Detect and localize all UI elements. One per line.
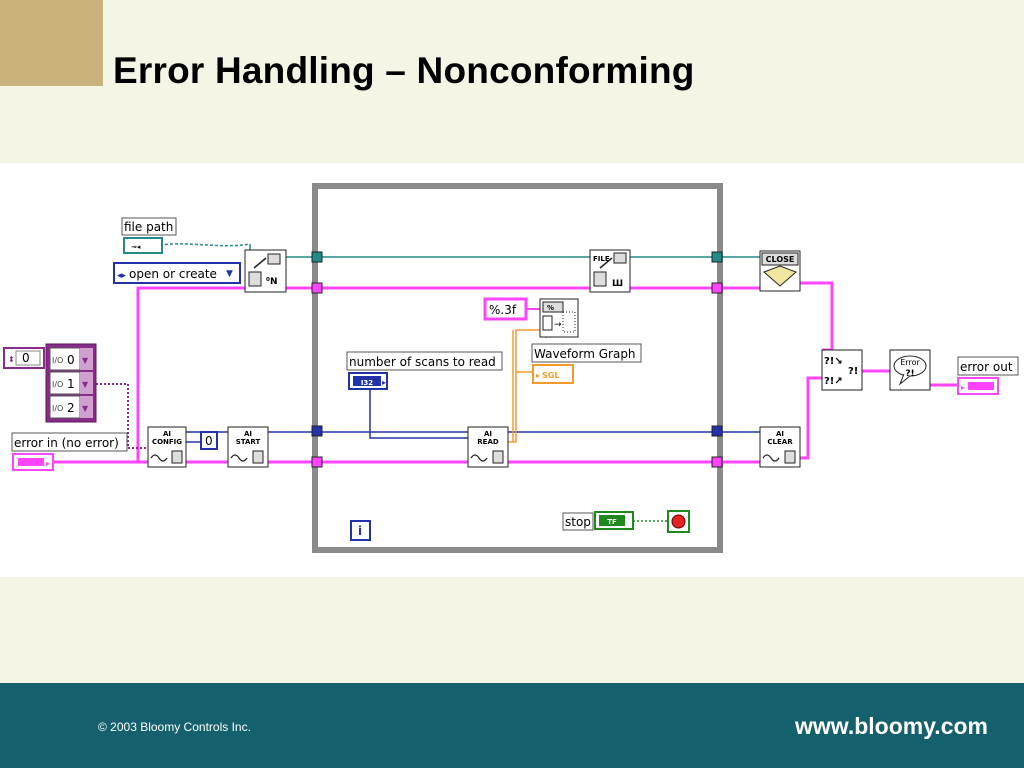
loop-index-label: i	[358, 524, 362, 538]
block-diagram-panel: file path ⊸◂ ◂▸ open or create ▼ ⁰N ⬍ 0 …	[0, 163, 1024, 577]
tf-label: TF	[607, 518, 617, 526]
daq-device-icon	[252, 450, 264, 464]
copyright-text: © 2003 Bloomy Controls Inc.	[98, 720, 251, 734]
slide-title: Error Handling – Nonconforming	[113, 50, 695, 91]
loop-tunnels	[311, 251, 723, 468]
terminal-arrow-icon: ▸	[382, 378, 386, 387]
file-path-label: file path	[124, 220, 173, 234]
waveform-icon	[150, 454, 168, 462]
merge-errors-icon: ?!↗	[824, 376, 843, 387]
daq-device-icon	[784, 450, 796, 464]
file-path-control[interactable]: file path ⊸◂	[121, 217, 177, 254]
ai-clear-vi[interactable]: AI CLEAR	[759, 426, 801, 468]
channel-array[interactable]: I/O I/O I/O 0 1 2 ▼ ▼ ▼	[45, 343, 97, 423]
website-link[interactable]: www.bloomy.com	[795, 713, 988, 739]
channel-value: 0	[67, 353, 75, 367]
error-in-label: error in (no error)	[14, 436, 119, 450]
channel-icon: I/O	[52, 380, 63, 389]
channel-icon: I/O	[52, 356, 63, 365]
error-out-label: error out	[960, 360, 1013, 374]
vi-label: Error	[900, 358, 920, 367]
stop-control[interactable]: stop TF	[562, 511, 634, 531]
merge-errors-vi[interactable]: ?!↘ ?!↗ ?!	[821, 349, 863, 391]
daq-device-icon	[492, 450, 504, 464]
vi-label: FILE	[593, 255, 610, 263]
arrow-icon: →	[554, 320, 562, 330]
while-loop	[312, 183, 723, 553]
vi-label: AI	[484, 430, 492, 438]
waveform-icon	[470, 454, 488, 462]
open-or-create-enum[interactable]: ◂▸ open or create ▼	[113, 262, 241, 284]
vi-label: AI	[163, 430, 171, 438]
vi-label: CLEAR	[767, 438, 793, 446]
error-out-indicator[interactable]: error out ▸	[957, 356, 1019, 395]
error-handler-vi[interactable]: Error ?!	[889, 349, 931, 391]
footer-bar	[0, 683, 1024, 768]
format-string-constant[interactable]: %.3f	[483, 297, 528, 321]
dropdown-arrow-icon: ▼	[82, 380, 89, 389]
daq-device-icon	[171, 450, 183, 464]
waveform-icon	[762, 454, 780, 462]
title-accent-square	[0, 0, 103, 86]
increment-arrows-icon: ◂▸	[117, 271, 127, 281]
close-file-icon	[763, 265, 797, 287]
channel-value: 1	[67, 377, 75, 391]
channel-value: 2	[67, 401, 75, 415]
vi-label: START	[236, 438, 261, 446]
error-icon: ?!	[905, 369, 914, 379]
terminal-arrow-icon: ▸	[536, 371, 540, 380]
sgl-label: SGL	[542, 371, 559, 380]
block-diagram: file path ⊸◂ ◂▸ open or create ▼ ⁰N ⬍ 0 …	[3, 183, 1019, 553]
format-icon: %	[547, 304, 554, 312]
ai-config-vi[interactable]: AI CONFIG	[147, 426, 187, 468]
vi-label: CONFIG	[152, 438, 182, 446]
close-file-vi[interactable]: CLOSE	[759, 250, 801, 292]
file-refnum-wire	[159, 243, 760, 258]
dropdown-arrow-icon: ▼	[82, 356, 89, 365]
vi-label: READ	[477, 438, 499, 446]
format-string-value: %.3f	[489, 303, 517, 317]
error-in-control[interactable]: error in (no error) ▸	[11, 432, 128, 471]
stop-condition-icon[interactable]	[667, 510, 690, 533]
waveform-graph-indicator[interactable]: Waveform Graph ▸ SGL	[531, 343, 642, 384]
dropdown-arrow-icon: ▼	[82, 404, 89, 413]
array-to-spreadsheet-vi[interactable]: % →	[539, 298, 579, 338]
waveform-graph-label: Waveform Graph	[534, 347, 636, 361]
channel-wire	[96, 383, 148, 449]
ai-start-vi[interactable]: AI START	[227, 426, 269, 468]
open-file-vi[interactable]: ⁰N	[244, 249, 287, 293]
stop-label: stop	[565, 515, 591, 529]
ai-read-vi[interactable]: AI READ	[467, 426, 509, 468]
index-arrows-icon: ⬍	[8, 355, 15, 364]
zero-constant-value: 0	[205, 434, 213, 448]
write-icon: Ш	[612, 279, 623, 289]
terminal-arrow-icon: ▸	[46, 459, 50, 468]
write-file-vi[interactable]: FILE Ш	[589, 249, 631, 293]
dropdown-arrow-icon: ▼	[226, 269, 233, 279]
channel-index-value: 0	[22, 351, 30, 365]
number-of-scans-control[interactable]: number of scans to read I32 ▸	[346, 351, 503, 390]
terminal-arrow-icon: ▸	[961, 383, 965, 392]
open-file-icon: ⁰N	[266, 277, 277, 287]
merge-errors-icon: ?!↘	[824, 356, 843, 367]
loop-iteration-terminal: i	[350, 520, 371, 541]
path-icon: ⊸◂	[131, 243, 141, 251]
zero-constant[interactable]: 0	[200, 431, 218, 450]
vi-label: CLOSE	[766, 255, 795, 264]
waveform-icon	[230, 454, 248, 462]
merge-errors-icon: ?!	[848, 366, 858, 377]
i32-label: I32	[361, 379, 373, 387]
open-or-create-label: open or create	[129, 267, 217, 281]
channel-icon: I/O	[52, 404, 63, 413]
vi-label: AI	[776, 430, 784, 438]
channel-index[interactable]: ⬍ 0	[3, 347, 45, 369]
number-of-scans-label: number of scans to read	[349, 355, 496, 369]
vi-label: AI	[244, 430, 252, 438]
